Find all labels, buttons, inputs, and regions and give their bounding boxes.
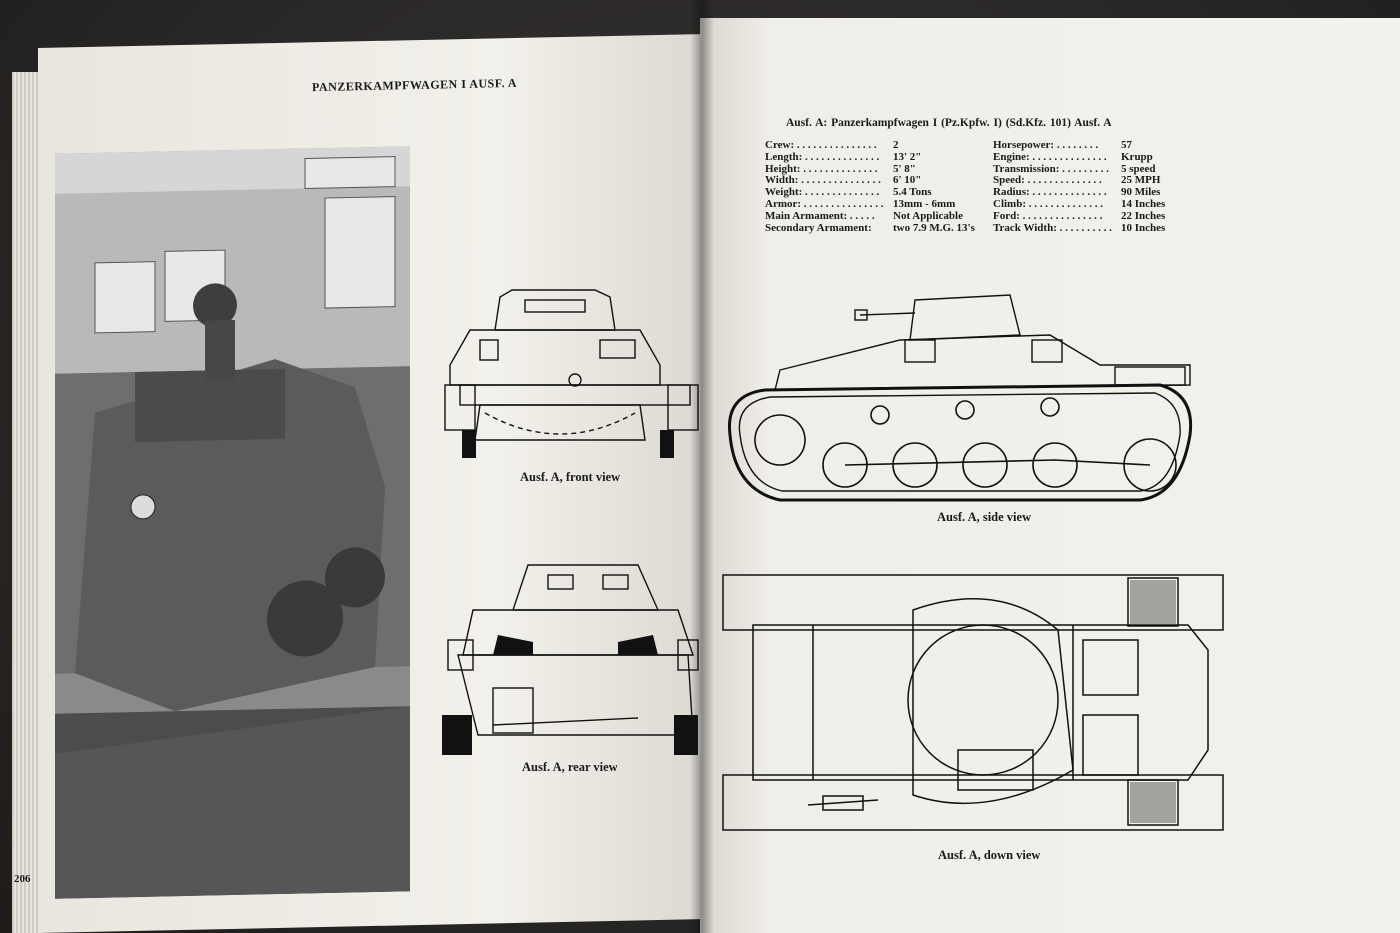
spec-row: Climb: . . . . . . . . . . . . . .14 Inc…: [993, 197, 1166, 210]
spec-row: Width: . . . . . . . . . . . . . . .6' 1…: [765, 174, 922, 187]
spec-row: Crew: . . . . . . . . . . . . . . .2: [765, 139, 899, 151]
book-gutter: [690, 0, 714, 933]
spec-row: Track Width: . . . . . . . . . .10 Inche…: [993, 221, 1166, 234]
down-view-caption: Ausf. A, down view: [938, 848, 1041, 862]
tank-photograph: [55, 146, 410, 899]
specification-title: Ausf. A: Panzerkampfwagen I (Pz.Kpfw. I)…: [786, 117, 1112, 129]
spec-row: Horsepower: . . . . . . . .57: [993, 139, 1132, 151]
spec-row: Ford: . . . . . . . . . . . . . . .22 In…: [993, 209, 1166, 222]
spec-row: Height: . . . . . . . . . . . . . .5' 8": [765, 162, 916, 175]
spec-row: Main Armament: . . . . .Not Applicable: [765, 209, 963, 222]
side-view-drawing: [727, 294, 1193, 502]
front-view-caption: Ausf. A, front view: [520, 470, 621, 484]
page-number: 206: [14, 873, 31, 885]
spec-row: Transmission: . . . . . . . . .5 speed: [993, 162, 1156, 175]
spec-row: Engine: . . . . . . . . . . . . . .Krupp: [993, 150, 1153, 163]
spec-row: Armor: . . . . . . . . . . . . . . .13mm…: [765, 197, 956, 210]
spec-row: Weight: . . . . . . . . . . . . . .5.4 T…: [765, 186, 932, 199]
down-view-drawing: [722, 574, 1224, 831]
rear-view-caption: Ausf. A, rear view: [522, 760, 618, 774]
spec-row: Length: . . . . . . . . . . . . . .13' 2…: [765, 150, 922, 163]
spec-row: Secondary Armament:two 7.9 M.G. 13's: [765, 221, 975, 234]
side-view-caption: Ausf. A, side view: [937, 510, 1032, 524]
tank-photo-image: [55, 146, 410, 899]
front-view-drawing: [444, 289, 699, 458]
rear-view-drawing: [442, 564, 699, 755]
page-edges: [12, 72, 42, 933]
spec-row: Radius: . . . . . . . . . . . . . .90 Mi…: [993, 186, 1161, 199]
specs-left-column: Crew: . . . . . . . . . . . . . . .2 Len…: [765, 139, 975, 234]
spec-row: Speed: . . . . . . . . . . . . . .25 MPH: [993, 174, 1161, 187]
specs-right-column: Horsepower: . . . . . . . .57 Engine: . …: [993, 139, 1166, 234]
